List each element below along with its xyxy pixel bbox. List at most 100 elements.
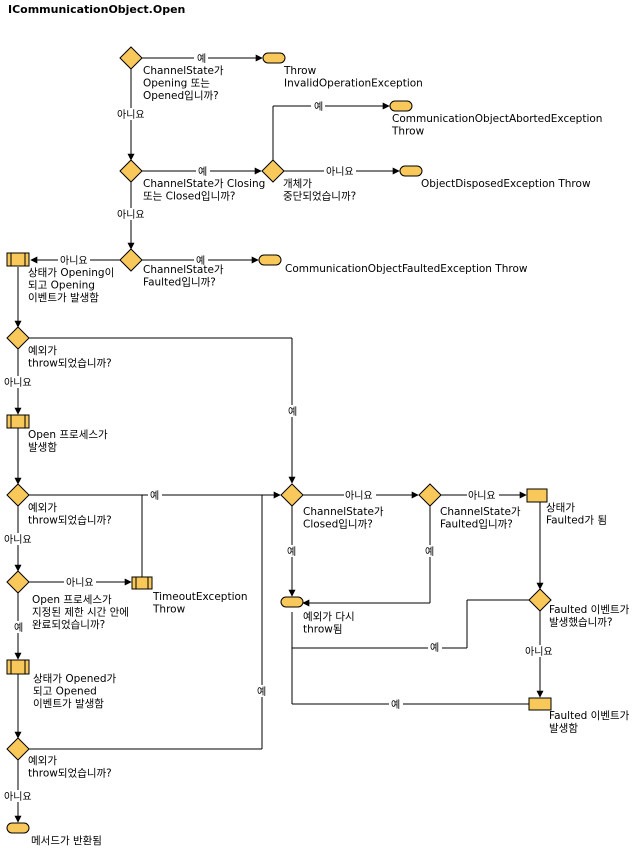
method-returns-label: 메서드가 반환됨 [31, 835, 102, 847]
opened-event-label-line: 되고 Opened [33, 686, 97, 698]
edge-no-label: 아니요 [117, 109, 145, 121]
timeout-exception-throw-label-line: TimeoutException [152, 591, 248, 603]
edge-no-label: 아니요 [326, 166, 354, 178]
edge-yes-label: 예 [425, 546, 434, 558]
process-shape [528, 697, 552, 711]
faulted-state-question-line: ChannelState가 [143, 264, 224, 276]
edge-no-label: 아니요 [60, 255, 88, 267]
aborted-exception-throw-label-line: CommunicationObjectAbortedException [392, 113, 602, 125]
decision-diamond [418, 483, 442, 507]
decision-diamond [119, 159, 143, 183]
decision-diamond [6, 570, 30, 594]
open-process-label-line: Open 프로세스가 [28, 429, 108, 441]
faulted-event-raised-label-line: 발생함 [549, 723, 578, 735]
process-shape [6, 414, 30, 429]
edge-no-label: 아니요 [4, 534, 32, 546]
closing-or-closed-question-line: 또는 Closed입니까? [143, 190, 235, 203]
edge-no-label: 아니요 [468, 490, 496, 502]
opening-or-opened-question-line: Opening 또는 [143, 78, 210, 90]
decision-diamond [261, 159, 285, 183]
decision-diamond [280, 483, 304, 507]
closing-or-closed-question-line: ChannelState가 Closing [143, 178, 265, 190]
closed-state-question-line: Closed입니까? [303, 518, 373, 531]
edge-yes-label: 예 [196, 255, 205, 267]
faulted-exception-throw-label: CommunicationObjectFaultedException Thro… [285, 263, 528, 275]
faulted-event-occurred-question-line: Faulted 이벤트가 [549, 604, 630, 616]
edge-yes-label: 예 [391, 699, 400, 711]
open-process-label-line: 발생함 [28, 442, 57, 454]
exception-thrown-question-line: 예외가 [28, 501, 57, 514]
timeout-exception-throw-label-line: Throw [152, 604, 186, 616]
edge-no-label: 아니요 [4, 791, 32, 803]
edge-no-label: 아니요 [4, 377, 32, 389]
edge-yes-label: 예 [288, 406, 297, 418]
edge-yes-label: 예 [198, 166, 207, 178]
terminator-shape [280, 596, 304, 608]
closed-state-question-line: ChannelState가 [303, 506, 384, 518]
terminator-shape [6, 822, 30, 834]
method-returns-label-line: 메서드가 반환됨 [31, 835, 102, 847]
exception-thrown-question-line: throw되었습니까? [28, 358, 112, 370]
diagram-title: ICommunicationObject.Open [8, 3, 185, 16]
opening-event-label-line: 이벤트가 발생함 [28, 292, 99, 304]
shapes [6, 46, 552, 834]
set-faulted-label-line: Faulted가 됨 [546, 515, 607, 527]
decision-diamond [528, 588, 552, 612]
aborted-exception-throw-label-line: Throw [391, 126, 425, 138]
edge-yes-label: 예 [14, 622, 23, 634]
decision-diamond [119, 248, 143, 272]
decision-diamond [6, 483, 30, 507]
edge-yes-label: 예 [150, 490, 159, 502]
edge-no-label: 아니요 [66, 577, 94, 589]
edge-yes-label: 예 [257, 686, 266, 698]
terminator-shape [399, 165, 423, 177]
process-shape [131, 576, 153, 590]
process-shape [526, 488, 548, 503]
faulted-event-occurred-question-line: 발생했습니까? [549, 617, 613, 629]
process-shape [6, 252, 30, 267]
opened-event-label-line: 이벤트가 발생함 [33, 698, 104, 710]
decision-diamond [119, 46, 143, 70]
edge-yes-label: 예 [430, 642, 439, 654]
faulted-event-raised-label-line: Faulted 이벤트가 [549, 710, 630, 722]
terminator-shape [262, 52, 286, 64]
terminator-shape [258, 254, 282, 266]
open-within-timeout-question-line: 지정된 제한 시간 안에 [32, 607, 129, 619]
decision-diamond [6, 326, 30, 350]
opening-or-opened-question-line: Opened입니까? [143, 89, 219, 102]
edge-yes-label: 예 [314, 101, 323, 113]
object-aborted-question-line: 중단되었습니까? [283, 191, 356, 203]
rethrow-exception-label-line: 예외가 다시 [303, 610, 355, 623]
edge-no-label: 아니요 [345, 490, 373, 502]
opened-event-label-line: 상태가 Opened가 [33, 673, 116, 685]
object-aborted-question-line: 개체가 [283, 178, 312, 190]
invalid-operation-throw-label-line: InvalidOperationException [284, 78, 423, 90]
disposed-exception-throw-label: ObjectDisposedException Throw [421, 178, 591, 190]
edge-no-label: 아니요 [117, 209, 145, 221]
decision-diamond [6, 737, 30, 761]
edge-labels: 예 아니요 예 예 아니요 아니요 예 아니요 아니요 예 예 아니요 아니요 … [3, 52, 556, 803]
edge-yes-label: 예 [197, 53, 206, 65]
process-shape [6, 659, 30, 675]
opening-event-label-line: 상태가 Opening이 [28, 267, 114, 279]
open-within-timeout-question-line: 완료되었습니까? [32, 618, 105, 631]
exception-thrown-question-line: 예외가 [28, 754, 57, 767]
